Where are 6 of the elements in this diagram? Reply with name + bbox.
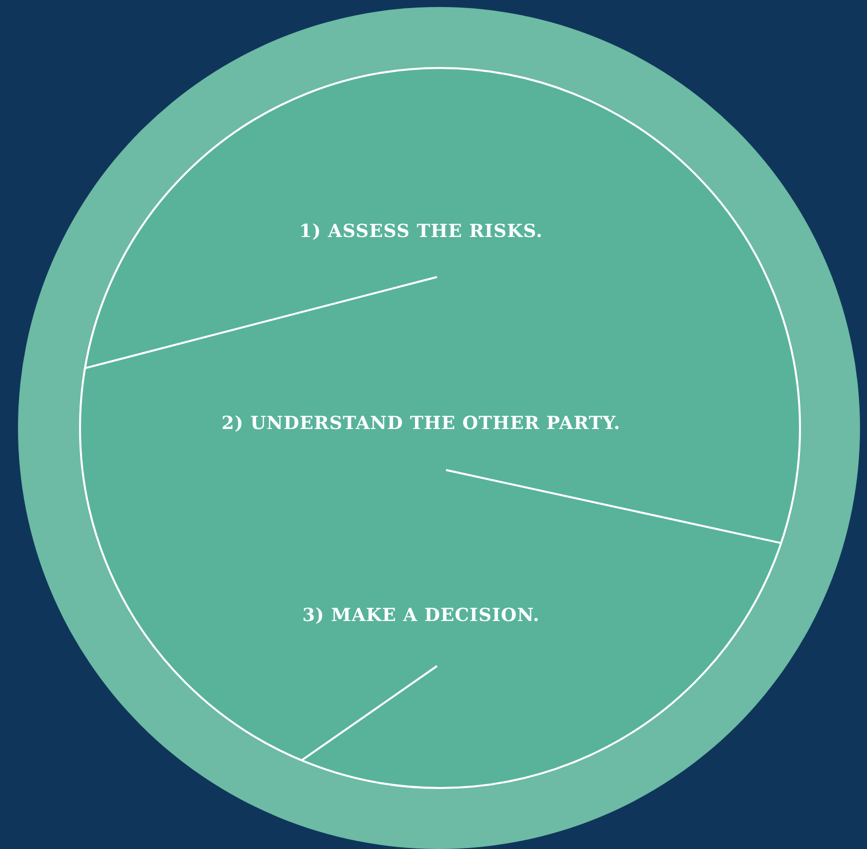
step-label: 3) MAKE A DECISION. <box>302 603 540 661</box>
step-label: 2) UNDERSTAND THE OTHER PARTY. <box>222 411 620 465</box>
leader-line <box>446 469 782 544</box>
leader-line <box>301 665 438 762</box>
step-label: 1) ASSESS THE RISKS. <box>299 219 543 272</box>
leader-line <box>84 276 438 370</box>
